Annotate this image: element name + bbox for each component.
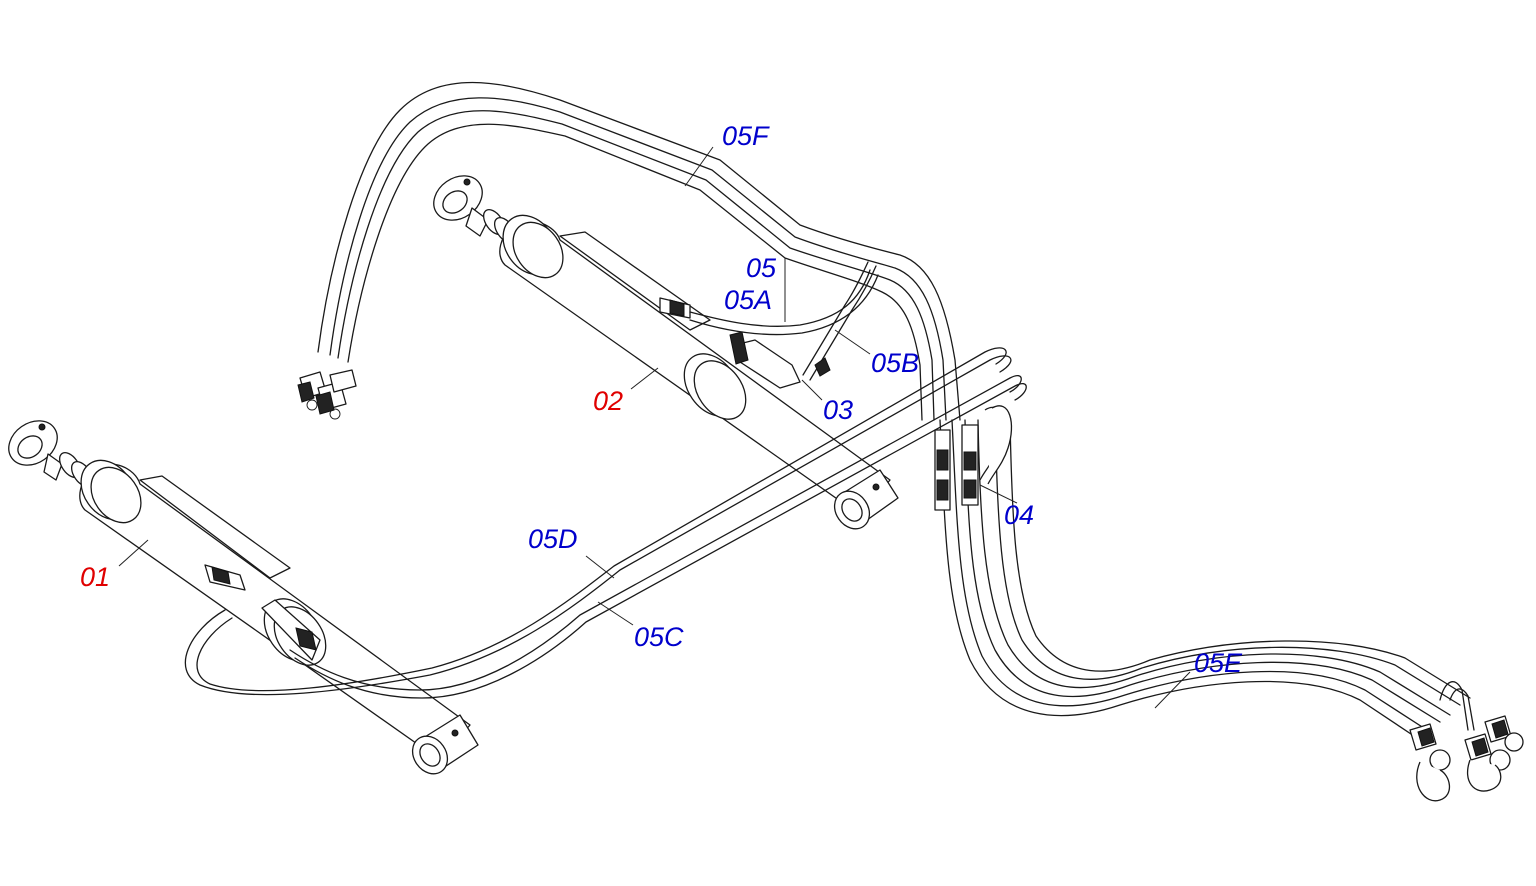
leader-lines — [118, 146, 1191, 709]
callout-05E: 05E — [1194, 648, 1243, 678]
callout-05C: 05C — [634, 622, 684, 652]
callout-03: 03 — [823, 395, 853, 425]
hose-05C-05D — [184, 347, 1027, 699]
callout-02: 02 — [593, 386, 623, 416]
callout-04: 04 — [1004, 500, 1034, 530]
coupler-cluster-left — [297, 369, 357, 420]
hose-05E — [939, 419, 1475, 741]
cylinder-01 — [8, 420, 479, 775]
callout-01: 01 — [80, 562, 110, 592]
callout-05B: 05B — [871, 348, 919, 378]
cylinder-02 — [433, 175, 899, 530]
callout-05: 05 — [746, 253, 777, 283]
fitting-04 — [934, 405, 1013, 511]
coupler-cluster-right — [1409, 715, 1524, 802]
callout-05A: 05A — [724, 285, 772, 315]
hose-05F — [317, 81, 961, 421]
callout-05D: 05D — [528, 524, 578, 554]
hose-05A-05B — [689, 261, 879, 381]
callout-05F: 05F — [722, 121, 770, 151]
